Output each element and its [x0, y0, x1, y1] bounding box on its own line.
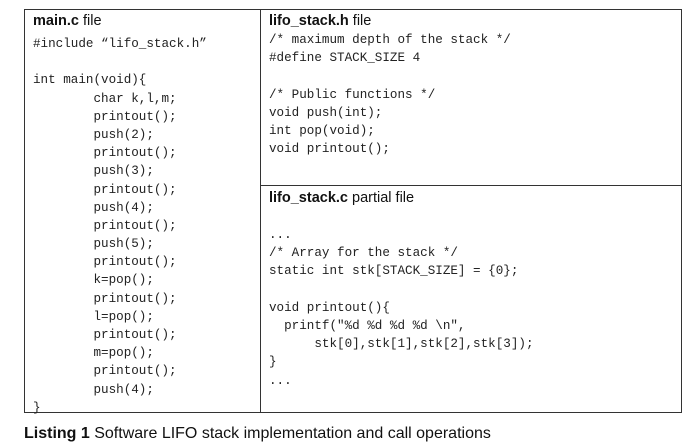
- code-line: }: [33, 400, 41, 415]
- code-line: void printout();: [269, 142, 390, 157]
- file-name: main.c: [33, 13, 79, 29]
- code-line: ...: [269, 228, 292, 242]
- code-line: #include “lifo_stack.h”: [33, 37, 207, 51]
- code-line: push(5);: [33, 237, 154, 252]
- main-c-panel: main.c file #include “lifo_stack.h”int m…: [25, 10, 261, 415]
- code-line: printout();: [33, 109, 177, 124]
- code-line: push(2);: [33, 127, 154, 142]
- code-line: char k,l,m;: [33, 91, 177, 106]
- code-line: m=pop();: [33, 346, 154, 361]
- lifo-stack-h-heading: lifo_stack.h file: [269, 13, 371, 29]
- code-line: printout();: [33, 364, 177, 379]
- lifo-stack-h-panel: lifo_stack.h file /* maximum depth of th…: [261, 10, 681, 186]
- code-line: int main(void){: [33, 73, 147, 88]
- code-line: printout();: [33, 146, 177, 161]
- code-line: int pop(void);: [269, 123, 375, 138]
- code-line: static int stk[STACK_SIZE] = {0};: [269, 264, 519, 279]
- file-suffix: file: [78, 13, 102, 29]
- main-c-heading: main.c file: [33, 13, 102, 29]
- code-line: printf("%d %d %d %d \n",: [269, 318, 466, 333]
- caption-label: Listing 1: [24, 425, 90, 442]
- code-line: k=pop();: [33, 273, 154, 288]
- code-line: l=pop();: [33, 309, 154, 324]
- code-line: void printout(){: [269, 300, 390, 315]
- file-name: lifo_stack.c: [269, 190, 348, 206]
- code-line: printout();: [33, 182, 177, 197]
- lifo-stack-c-code: ... /* Array for the stack */ static int s…: [269, 226, 534, 390]
- file-suffix: partial file: [348, 190, 415, 206]
- code-line: }: [269, 355, 277, 370]
- code-line: /* Public functions */: [269, 87, 436, 102]
- code-line: push(4);: [33, 200, 154, 215]
- file-suffix: file: [348, 13, 372, 29]
- code-line: void push(int);: [269, 105, 383, 120]
- code-line: /* Array for the stack */: [269, 246, 458, 261]
- code-line: /* maximum depth of the stack */: [269, 33, 511, 47]
- code-line: [269, 281, 534, 299]
- caption-text: Software LIFO stack implementation and c…: [89, 425, 491, 442]
- code-line: printout();: [33, 291, 177, 306]
- main-c-code: #include “lifo_stack.h”int main(void){ c…: [33, 35, 207, 417]
- lifo-stack-h-code: /* maximum depth of the stack */ #define …: [269, 31, 511, 158]
- listing-caption: Listing 1 Software LIFO stack implementa…: [24, 425, 491, 443]
- code-line: printout();: [33, 218, 177, 233]
- code-line: printout();: [33, 328, 177, 342]
- file-name: lifo_stack.h: [269, 13, 349, 29]
- code-line: [33, 53, 207, 71]
- code-line: printout();: [33, 255, 177, 270]
- lifo-stack-c-panel: lifo_stack.c partial file ... /* Array fo…: [261, 186, 681, 412]
- code-line: #define STACK_SIZE 4: [269, 51, 421, 66]
- code-line: [269, 67, 511, 85]
- listing-table: main.c file #include “lifo_stack.h”int m…: [24, 9, 682, 415]
- code-line: stk[0],stk[1],stk[2],stk[3]);: [269, 337, 534, 352]
- code-line: ...: [269, 373, 292, 388]
- code-line: push(3);: [33, 164, 154, 179]
- lifo-stack-c-heading: lifo_stack.c partial file: [269, 190, 414, 206]
- code-line: push(4);: [33, 382, 154, 397]
